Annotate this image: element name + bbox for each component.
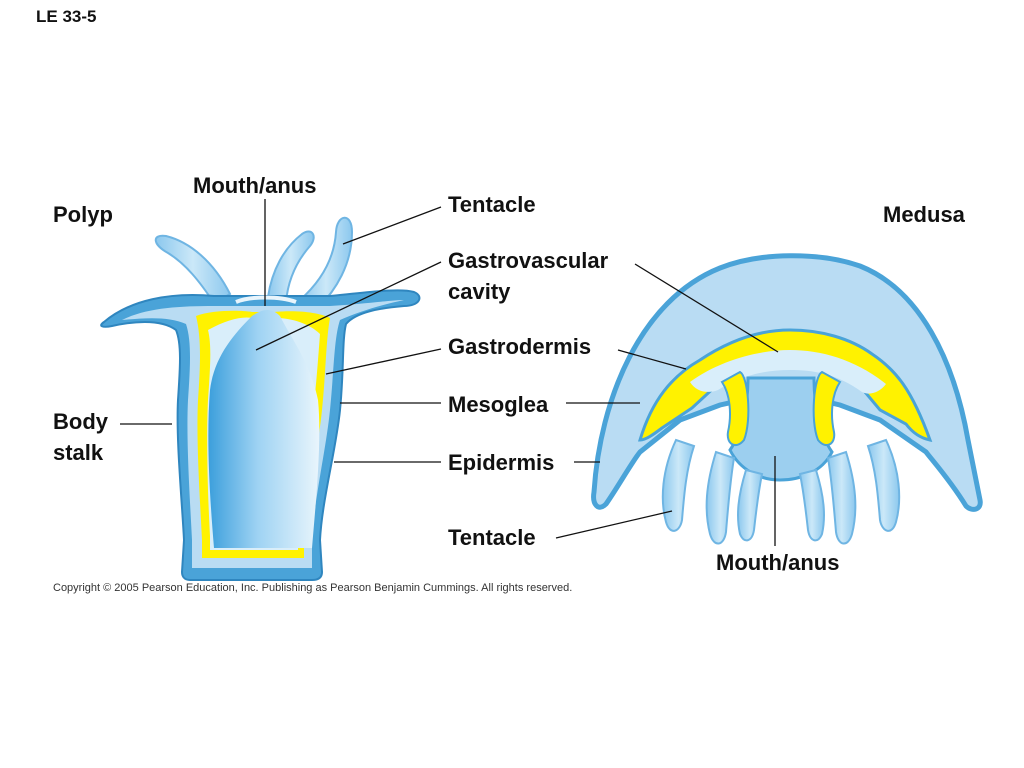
label-mesoglea: Mesoglea <box>448 392 549 417</box>
medusa-inner-fold-right <box>812 370 842 447</box>
polyp-drawing <box>100 216 421 581</box>
label-gastrodermis: Gastrodermis <box>448 334 592 359</box>
label-mouth-anus-bottom: Mouth/anus <box>716 550 840 575</box>
polyp-title: Polyp <box>53 202 113 227</box>
label-gastrovascular-line1: Gastrovascular <box>448 248 609 273</box>
medusa-drawing <box>591 253 983 545</box>
label-tentacle-top: Tentacle <box>448 192 536 217</box>
copyright-notice: Copyright © 2005 Pearson Education, Inc.… <box>53 582 573 594</box>
leader-gastrovascular-medusa <box>634 263 779 353</box>
medusa-title: Medusa <box>883 202 965 227</box>
label-epidermis: Epidermis <box>448 450 555 475</box>
slide-id: LE 33-5 <box>36 7 97 26</box>
label-body-stalk-line1: Body <box>53 409 108 434</box>
label-mouth-anus-top: Mouth/anus <box>193 173 317 198</box>
polyp-tentacle-mid <box>266 230 315 304</box>
polyp-tentacle-left <box>154 234 232 305</box>
medusa-gastrodermis <box>690 350 886 394</box>
leader-gastrodermis-polyp <box>325 348 442 375</box>
leader-lines <box>120 199 779 546</box>
polyp-gastrovascular-cavity <box>208 310 320 548</box>
leader-gastrovascular-polyp <box>255 261 442 351</box>
label-body-stalk-line2: stalk <box>53 440 104 465</box>
polyp-tentacle-right <box>298 216 354 310</box>
label-tentacle-bottom: Tentacle <box>448 525 536 550</box>
medusa-tentacles <box>661 438 901 545</box>
leader-gastrodermis-medusa <box>617 349 687 370</box>
medusa-inner-fold-left <box>720 370 750 447</box>
leader-tentacle-medusa <box>555 510 673 539</box>
polyp-tentacles <box>154 216 354 310</box>
leader-tentacle-polyp <box>342 206 442 245</box>
label-gastrovascular-line2: cavity <box>448 279 511 304</box>
